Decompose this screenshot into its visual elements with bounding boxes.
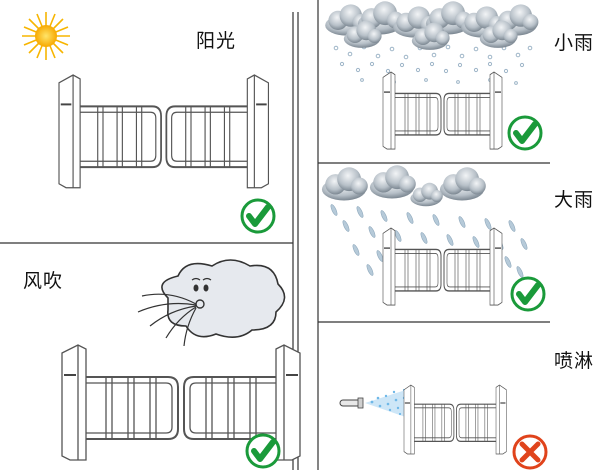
check-icon [247,435,279,467]
check-icon [242,200,274,232]
storm-cloud-icon [321,165,528,278]
panel-sunny [22,12,274,232]
rain-cloud-icon [325,1,539,85]
check-icon [512,278,544,310]
spray-nozzle-icon [339,388,414,420]
swing-gate-illustration [58,74,270,189]
label-sunny: 阳光 [196,30,237,52]
panel-heavy-rain [321,165,544,310]
panel-spray [339,384,546,468]
label-light-rain: 小雨 [554,32,595,54]
check-icon [509,117,541,149]
panel-windy [61,259,301,467]
wind-cloud-icon [137,259,286,347]
label-spray: 喷淋 [554,350,595,372]
swing-gate-illustration [382,71,503,150]
swing-gate-illustration [403,384,507,455]
sun-icon [22,12,70,60]
label-heavy-rain: 大雨 [554,189,595,211]
cross-icon [514,436,546,468]
panel-light-rain [325,1,541,149]
label-windy: 风吹 [23,270,64,292]
